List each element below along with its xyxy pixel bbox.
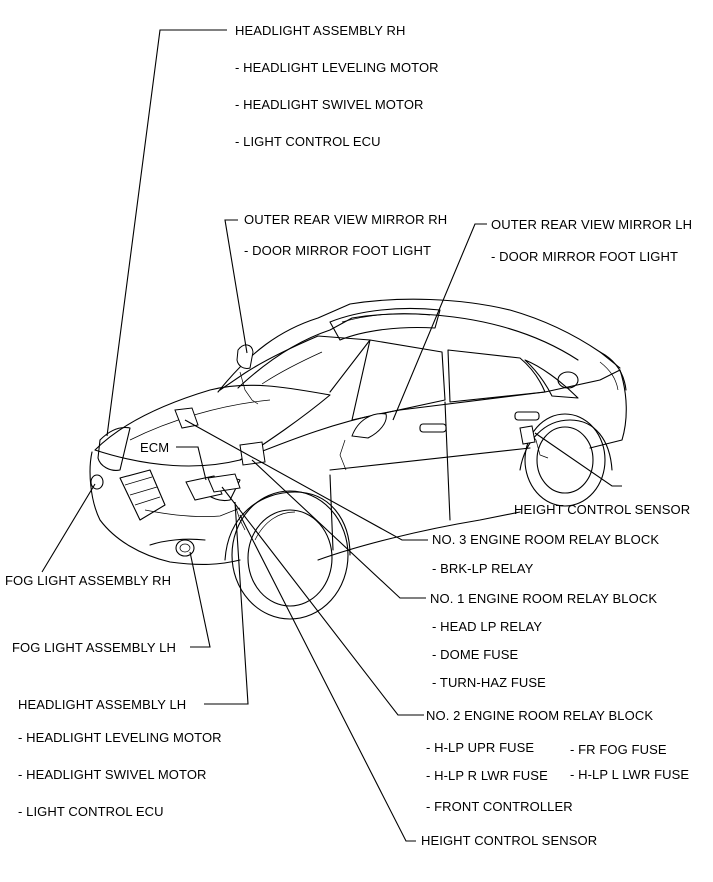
- car-illustration: [89, 298, 627, 620]
- label-mirror-lh: OUTER REAR VIEW MIRROR LH: [491, 217, 693, 232]
- label-fog-light-rh: FOG LIGHT ASSEMBLY RH: [5, 573, 172, 588]
- leader-headlight-lh: [204, 501, 249, 705]
- label-height-sensor-front: HEIGHT CONTROL SENSOR: [421, 833, 598, 848]
- label-relay-block-2-hlp-upr: - H-LP UPR FUSE: [426, 740, 535, 755]
- label-relay-block-2-front-ctrl: - FRONT CONTROLLER: [426, 799, 573, 814]
- label-headlight-lh: HEADLIGHT ASSEMBLY LH: [18, 697, 187, 712]
- label-mirror-rh: OUTER REAR VIEW MIRROR RH: [244, 212, 448, 227]
- leader-height-front: [239, 514, 416, 842]
- label-relay-block-2-hlp-l-lwr: - H-LP L LWR FUSE: [570, 767, 690, 782]
- label-headlight-rh-ecu: - LIGHT CONTROL ECU: [235, 134, 381, 149]
- label-headlight-lh-swivel: - HEADLIGHT SWIVEL MOTOR: [18, 767, 207, 782]
- leader-relay3: [184, 419, 428, 541]
- label-headlight-rh-leveling: - HEADLIGHT LEVELING MOTOR: [235, 60, 439, 75]
- leader-headlight-rh: [106, 29, 227, 437]
- leader-lines: [41, 29, 622, 842]
- leader-mirror-lh: [392, 223, 487, 421]
- leader-relay2: [221, 486, 424, 716]
- label-headlight-lh-ecu: - LIGHT CONTROL ECU: [18, 804, 164, 819]
- label-mirror-lh-foot: - DOOR MIRROR FOOT LIGHT: [491, 249, 679, 264]
- leader-mirror-rh: [224, 219, 248, 354]
- label-headlight-rh-swivel: - HEADLIGHT SWIVEL MOTOR: [235, 97, 424, 112]
- label-mirror-rh-foot: - DOOR MIRROR FOOT LIGHT: [244, 243, 432, 258]
- leader-relay1: [251, 459, 426, 599]
- label-relay-block-3-brk: - BRK-LP RELAY: [432, 561, 534, 576]
- label-relay-block-1-head: - HEAD LP RELAY: [432, 619, 543, 634]
- label-relay-block-1-dome: - DOME FUSE: [432, 647, 519, 662]
- label-relay-block-2-hlp-r-lwr: - H-LP R LWR FUSE: [426, 768, 548, 783]
- label-headlight-lh-leveling: - HEADLIGHT LEVELING MOTOR: [18, 730, 222, 745]
- leader-height-rear: [534, 432, 622, 487]
- label-relay-block-2: NO. 2 ENGINE ROOM RELAY BLOCK: [426, 708, 654, 723]
- label-height-sensor-rear: HEIGHT CONTROL SENSOR: [514, 502, 691, 517]
- label-relay-block-1-turn: - TURN-HAZ FUSE: [432, 675, 546, 690]
- label-relay-block-2-fr-fog: - FR FOG FUSE: [570, 742, 667, 757]
- label-headlight-rh: HEADLIGHT ASSEMBLY RH: [235, 23, 406, 38]
- label-relay-block-1: NO. 1 ENGINE ROOM RELAY BLOCK: [430, 591, 658, 606]
- leader-ecm: [176, 446, 207, 481]
- label-relay-block-3: NO. 3 ENGINE ROOM RELAY BLOCK: [432, 532, 660, 547]
- leader-fog-rh: [41, 483, 96, 573]
- label-ecm: ECM: [140, 440, 170, 455]
- leader-fog-lh: [189, 551, 211, 648]
- label-fog-light-lh: FOG LIGHT ASSEMBLY LH: [12, 640, 176, 655]
